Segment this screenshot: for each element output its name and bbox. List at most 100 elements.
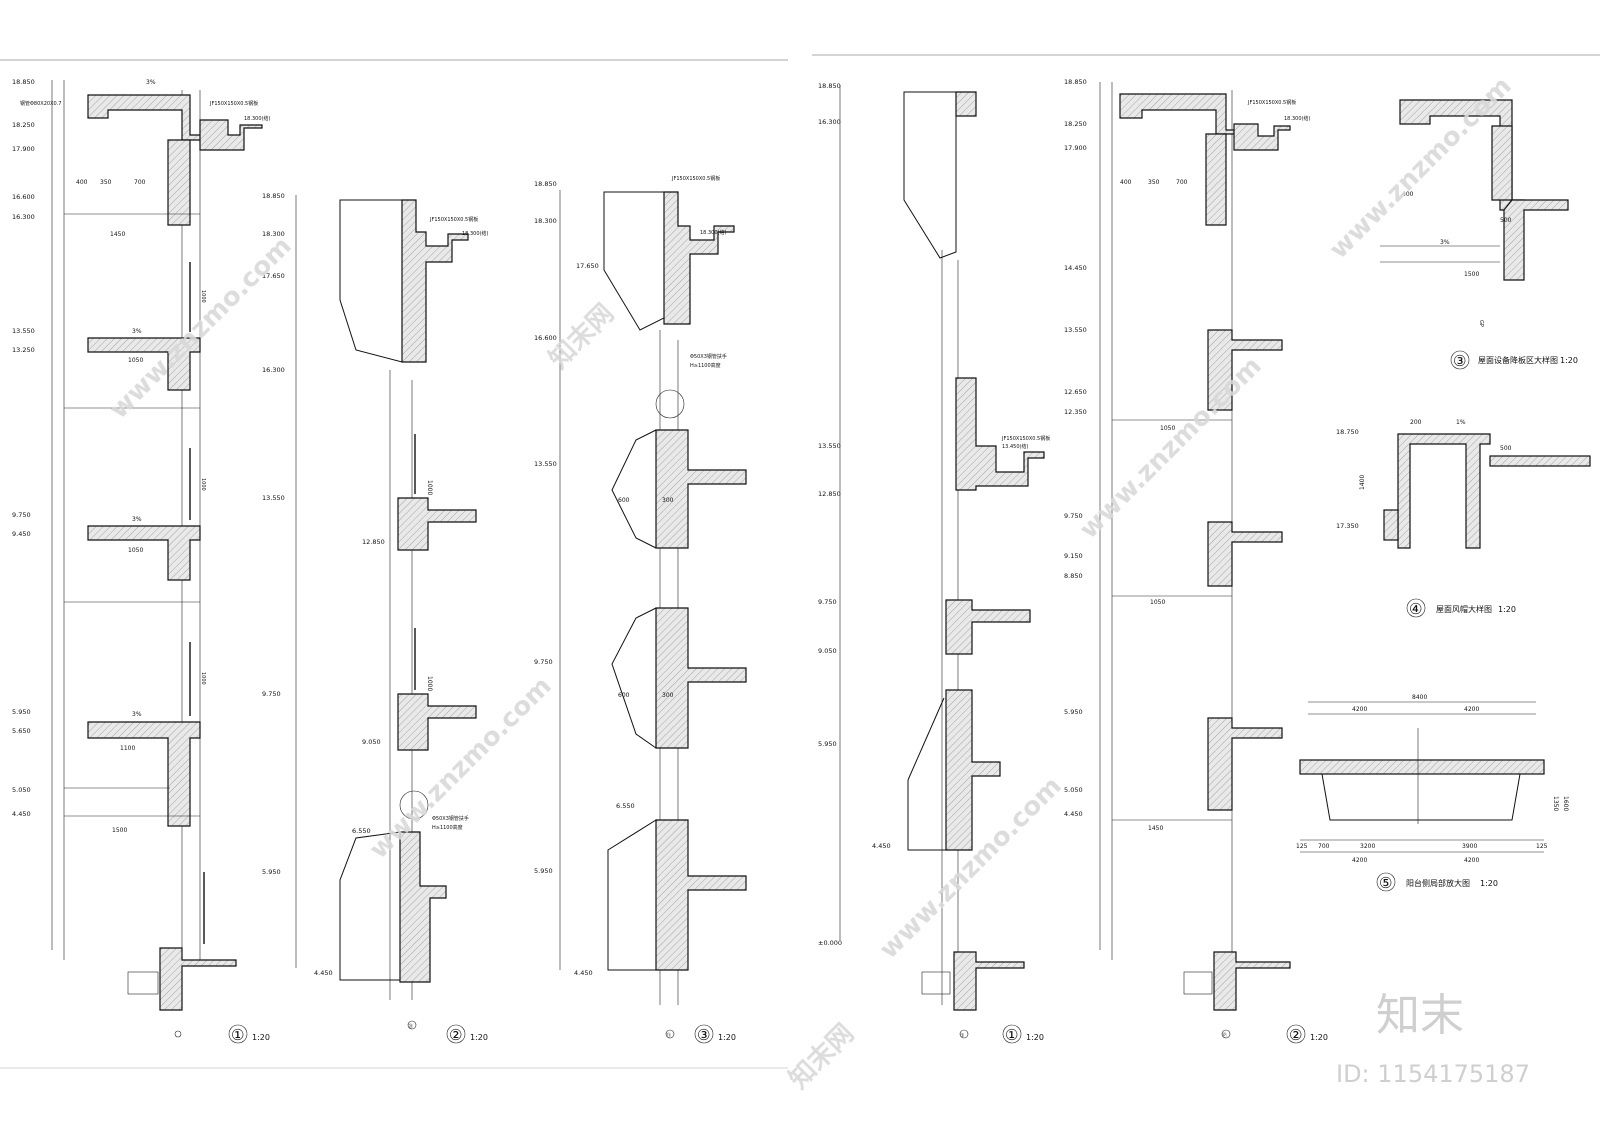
- section-1b: 18.850 16.300 13.550 12.850 9.750 9.050 …: [818, 82, 1050, 1044]
- svg-text:1450: 1450: [110, 231, 125, 238]
- svg-text:18.850: 18.850: [818, 82, 841, 90]
- svg-text:1500: 1500: [1464, 271, 1479, 278]
- svg-text:3900: 3900: [1462, 843, 1477, 850]
- svg-text:400: 400: [1402, 191, 1414, 198]
- svg-text:④: ④: [1409, 600, 1422, 618]
- svg-text:4.450: 4.450: [314, 969, 333, 977]
- svg-text:5.950: 5.950: [534, 867, 553, 875]
- callout-1: ① 1:20: [228, 1024, 270, 1044]
- svg-text:9.050: 9.050: [818, 647, 837, 655]
- elevations-sec3: 18.850 18.300 17.650 16.600 13.550 9.750…: [534, 180, 635, 977]
- svg-text:18.850: 18.850: [12, 78, 35, 86]
- svg-text:17.350: 17.350: [1336, 522, 1359, 530]
- svg-text:6.550: 6.550: [352, 827, 371, 835]
- svg-text:H≥1100高度: H≥1100高度: [432, 824, 463, 831]
- svg-text:①: ①: [231, 1026, 244, 1044]
- elevations-sec1: 18.850 18.250 17.900 16.600 16.300 13.55…: [12, 78, 35, 818]
- svg-text:1500: 1500: [112, 827, 127, 834]
- svg-text:13.550: 13.550: [534, 460, 557, 468]
- svg-text:3%: 3%: [146, 79, 156, 86]
- svg-text:1050: 1050: [128, 547, 143, 554]
- svg-text:13.550: 13.550: [818, 442, 841, 450]
- svg-text:屋面设备降板区大样图: 屋面设备降板区大样图: [1478, 355, 1558, 365]
- svg-text:300: 300: [662, 692, 674, 699]
- svg-text:1000: 1000: [200, 290, 206, 303]
- section-2: 18.850 18.300 17.650 16.300 13.550 12.85…: [262, 192, 488, 1044]
- svg-text:4200: 4200: [1464, 857, 1479, 864]
- section-2b: 18.850 18.250 17.900 14.450 13.550 12.65…: [1064, 78, 1328, 1044]
- watermark-logo: 知末: [1376, 990, 1464, 1041]
- svg-text:1000: 1000: [200, 478, 206, 491]
- elevations-sec1b: 18.850 16.300 13.550 12.850 9.750 9.050 …: [818, 82, 891, 947]
- svg-text:5.050: 5.050: [1064, 786, 1083, 794]
- svg-text:700: 700: [1318, 843, 1330, 850]
- svg-text:1050: 1050: [1150, 599, 1165, 606]
- svg-text:4.450: 4.450: [574, 969, 593, 977]
- svg-text:9.450: 9.450: [12, 530, 31, 538]
- slab-13550-s2: [397, 497, 477, 551]
- svg-text:6.550: 6.550: [616, 802, 635, 810]
- svg-text:18.300(结): 18.300(结): [244, 115, 270, 122]
- callout-1b: ① 1:20: [1002, 1024, 1044, 1044]
- svg-text:阳台侧局部放大图: 阳台侧局部放大图: [1406, 878, 1470, 888]
- svg-text:5.950: 5.950: [262, 868, 281, 876]
- svg-text:16.600: 16.600: [534, 334, 557, 342]
- svg-text:Ⓟ: Ⓟ: [1222, 1032, 1227, 1039]
- svg-text:125: 125: [1536, 843, 1548, 850]
- svg-text:12.350: 12.350: [1064, 408, 1087, 416]
- svg-text:9.150: 9.150: [1064, 552, 1083, 560]
- svg-text:1:20: 1:20: [1498, 605, 1516, 614]
- svg-text:4200: 4200: [1352, 857, 1367, 864]
- svg-text:9.050: 9.050: [362, 738, 381, 746]
- svg-text:1400: 1400: [1359, 475, 1366, 490]
- svg-text:JF150X150X0.5钢板: JF150X150X0.5钢板: [671, 175, 720, 182]
- svg-text:3%: 3%: [132, 711, 142, 718]
- elevations-sec2: 18.850 18.300 17.650 16.300 13.550 12.85…: [262, 192, 385, 977]
- svg-text:9.750: 9.750: [534, 658, 553, 666]
- svg-text:3%: 3%: [1440, 239, 1450, 246]
- svg-text:1600: 1600: [1562, 796, 1569, 811]
- detail-5: 8400 4200 4200 3200 3900 125 700 125 420…: [1296, 694, 1569, 892]
- svg-text:1350: 1350: [1552, 796, 1559, 811]
- callout-2: ② 1:20: [446, 1024, 488, 1044]
- svg-text:⑤: ⑤: [1379, 874, 1392, 892]
- svg-text:700: 700: [134, 179, 146, 186]
- roof-parapet: [87, 94, 205, 141]
- svg-text:13.550: 13.550: [1064, 326, 1087, 334]
- detail-4: 18.750 17.350 200 1% 500 1400 ④ 屋面风帽大样图 …: [1336, 419, 1591, 618]
- svg-text:Φ50X3钢管扶手: Φ50X3钢管扶手: [690, 353, 727, 360]
- svg-text:600: 600: [618, 497, 630, 504]
- svg-text:12.850: 12.850: [362, 538, 385, 546]
- svg-text:1:20: 1:20: [1310, 1033, 1328, 1042]
- svg-text:13.550: 13.550: [262, 494, 285, 502]
- svg-text:JF150X150X0.5钢板: JF150X150X0.5钢板: [1001, 435, 1050, 442]
- roof-canopy-2: [339, 199, 403, 363]
- svg-text:16.600: 16.600: [12, 193, 35, 201]
- svg-text:400: 400: [1120, 179, 1132, 186]
- svg-text:5.050: 5.050: [12, 786, 31, 794]
- svg-text:4200: 4200: [1352, 706, 1367, 713]
- svg-text:18.300(结): 18.300(结): [462, 230, 488, 237]
- svg-text:18.250: 18.250: [12, 121, 35, 129]
- svg-text:13.250: 13.250: [12, 346, 35, 354]
- svg-text:9.750: 9.750: [12, 511, 31, 519]
- svg-text:①: ①: [1005, 1026, 1018, 1044]
- svg-text:JF150X150X0.5钢板: JF150X150X0.5钢板: [1247, 99, 1296, 106]
- svg-text:18.750: 18.750: [1336, 428, 1359, 436]
- svg-text:1050: 1050: [128, 357, 143, 364]
- svg-text:9.750: 9.750: [1064, 512, 1083, 520]
- svg-text:3200: 3200: [1360, 843, 1375, 850]
- svg-text:125: 125: [1296, 843, 1308, 850]
- svg-text:17.900: 17.900: [12, 145, 35, 153]
- svg-text:17.650: 17.650: [576, 262, 599, 270]
- section-1: 18.850 18.250 17.900 16.600 16.300 13.55…: [12, 78, 270, 1044]
- svg-text:1:20: 1:20: [252, 1033, 270, 1042]
- svg-text:①: ①: [960, 1033, 965, 1039]
- callout-3: ③ 1:20: [694, 1024, 736, 1044]
- svg-text:700: 700: [1176, 179, 1188, 186]
- svg-text:1:20: 1:20: [718, 1033, 736, 1042]
- svg-text:14.450: 14.450: [1064, 264, 1087, 272]
- svg-text:18.850: 18.850: [1064, 78, 1087, 86]
- svg-text:18.850: 18.850: [262, 192, 285, 200]
- svg-text:18.300(结): 18.300(结): [1284, 115, 1310, 122]
